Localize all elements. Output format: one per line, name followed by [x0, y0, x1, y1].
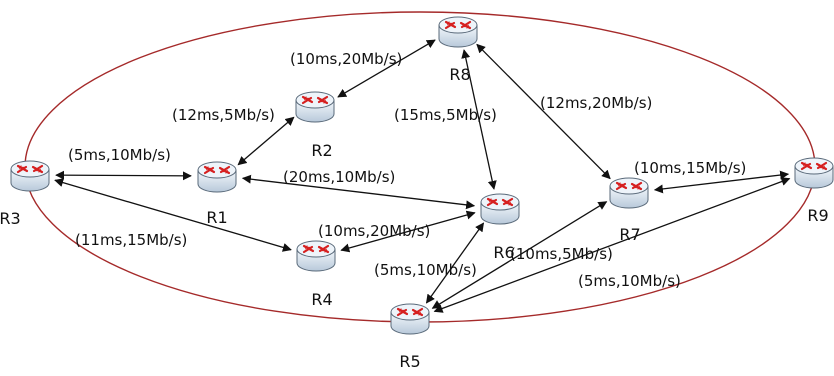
router-icon: [609, 177, 649, 209]
router-label-r9: R9: [807, 206, 828, 225]
router-label-r6: R6: [493, 243, 514, 262]
router-icon: [480, 193, 520, 225]
links-layer: [54, 39, 791, 313]
link-r3-r4: [54, 178, 292, 252]
router-icon: [295, 91, 335, 123]
router-label-r5: R5: [399, 352, 420, 371]
edge-labels-layer: (5ms,10Mb/s) (11ms,15Mb/s) (12ms,5Mb/s) (10…: [68, 50, 746, 290]
router-label-r1: R1: [206, 208, 227, 227]
router-label-r3: R3: [0, 209, 21, 228]
link-label-r3-r1: (5ms,10Mb/s): [68, 146, 171, 164]
router-r3[interactable]: [10, 160, 50, 192]
link-label-r1-r2: (12ms,5Mb/s): [172, 106, 275, 124]
router-icon: [390, 303, 430, 335]
link-label-r4-r6: (10ms,20Mb/s): [318, 222, 430, 240]
router-r5[interactable]: [390, 303, 430, 335]
router-r4[interactable]: [296, 240, 336, 272]
router-r9[interactable]: [794, 157, 834, 189]
router-label-r7: R7: [619, 225, 640, 244]
router-icon: [794, 157, 834, 189]
router-icon: [10, 160, 50, 192]
link-label-r2-r8: (10ms,20Mb/s): [290, 50, 402, 68]
link-label-r7-r9: (10ms,15Mb/s): [634, 159, 746, 177]
link-label-r3-r4: (11ms,15Mb/s): [75, 231, 187, 249]
link-label-r1-r6: (20ms,10Mb/s): [283, 168, 395, 186]
link-label-r9-r5: (5ms,10Mb/s): [578, 272, 681, 290]
router-r6[interactable]: [480, 193, 520, 225]
router-label-r2: R2: [311, 141, 332, 160]
link-r9-r5: [433, 177, 791, 313]
router-r2[interactable]: [295, 91, 335, 123]
router-icon: [197, 161, 237, 193]
router-icon: [296, 240, 336, 272]
router-r7[interactable]: [609, 177, 649, 209]
link-label-r8-r7: (12ms,20Mb/s): [540, 94, 652, 112]
router-r8[interactable]: [438, 16, 478, 48]
router-label-r4: R4: [311, 290, 332, 309]
link-r8-r7: [476, 43, 611, 180]
link-r1-r2: [237, 116, 295, 166]
link-label-r6-r5: (5ms,10Mb/s): [374, 261, 477, 279]
link-label-r8-r6: (15ms,5Mb/s): [394, 106, 497, 124]
router-icon: [438, 16, 478, 48]
router-r1[interactable]: [197, 161, 237, 193]
link-r2-r8: [337, 39, 436, 98]
router-label-r8: R8: [449, 65, 470, 84]
link-label-r7-r5: (10ms,5Mb/s): [510, 245, 613, 263]
link-r3-r1: [55, 170, 192, 181]
